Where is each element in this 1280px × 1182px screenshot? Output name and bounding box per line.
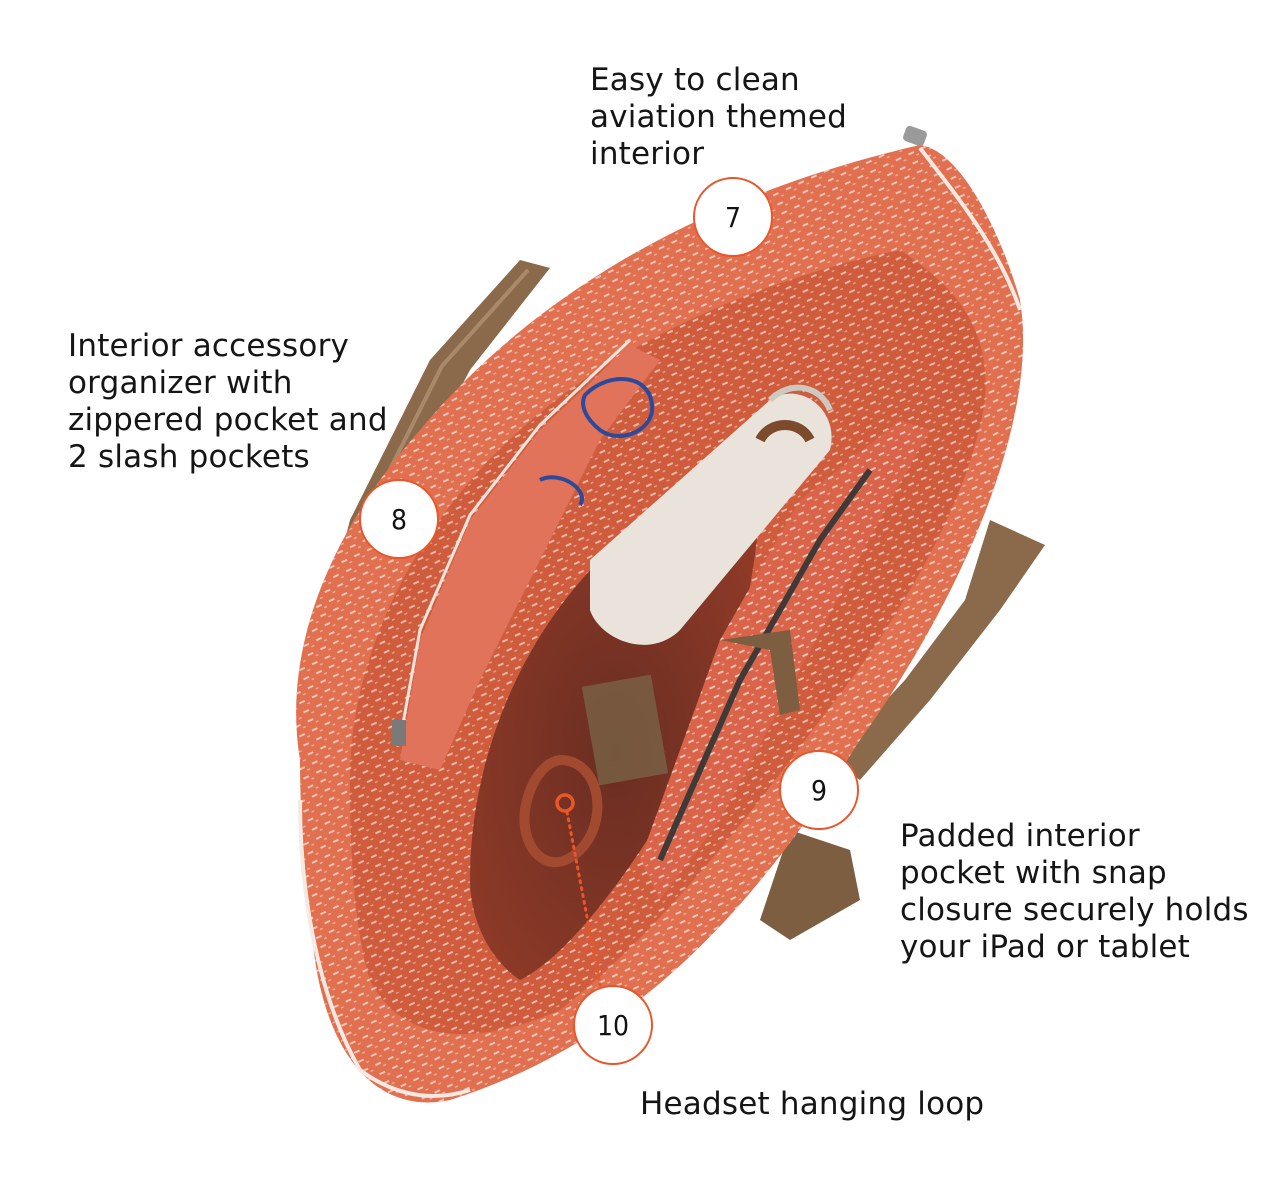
caption-line: interior	[590, 136, 705, 172]
caption-organizer: Interior accessory organizer with zipper…	[68, 328, 388, 476]
organizer-pocket	[392, 338, 660, 770]
callout-badge-9: 9	[779, 750, 859, 830]
caption-line: pocket with snap	[900, 855, 1167, 891]
callout-badge-10: 10	[573, 985, 653, 1065]
caption-line: closure securely holds	[900, 892, 1249, 928]
caption-line: Padded interior	[900, 818, 1140, 854]
caption-headset-loop: Headset hanging loop	[640, 1086, 984, 1123]
caption-line: Easy to clean	[590, 62, 800, 98]
tablet-pocket	[640, 420, 930, 900]
caption-line: organizer with	[68, 365, 293, 401]
caption-line: your iPad or tablet	[900, 929, 1191, 965]
loop-leader-line	[555, 793, 602, 987]
caption-tablet-pocket: Padded interior pocket with snap closure…	[900, 818, 1249, 966]
caption-line: Interior accessory	[68, 328, 350, 364]
caption-interior: Easy to clean aviation themed interior	[590, 62, 847, 173]
headset-loop	[519, 674, 669, 868]
caption-line: aviation themed	[590, 99, 848, 135]
caption-line: 2 slash pockets	[68, 439, 310, 475]
caption-line: Headset hanging loop	[640, 1086, 985, 1122]
callout-badge-8: 8	[359, 479, 439, 559]
caption-line: zippered pocket and	[68, 402, 388, 438]
water-bottle	[590, 384, 833, 645]
callout-badge-7: 7	[693, 177, 773, 257]
